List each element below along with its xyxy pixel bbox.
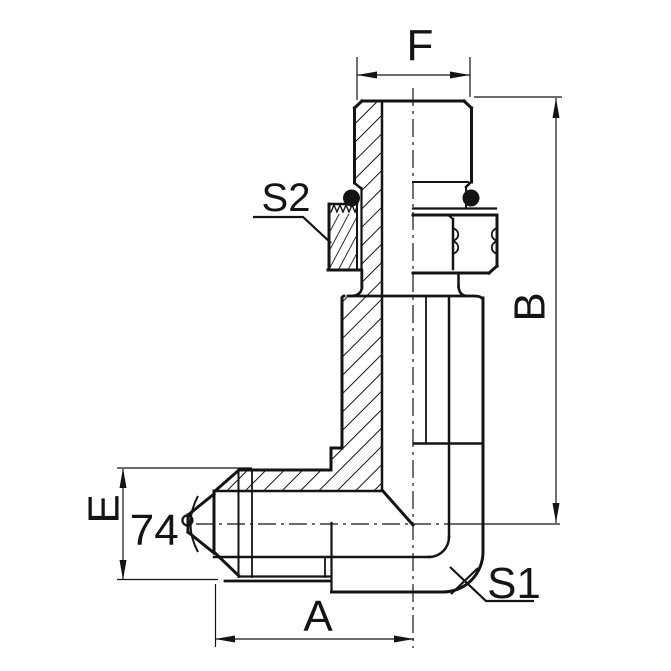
label-flare-angle: 74° [130, 506, 197, 555]
vertical-branch [329, 295, 485, 554]
thread-runout-notch [329, 446, 344, 472]
dimension-F [356, 57, 471, 100]
s1-leader-tick [450, 567, 479, 595]
inner-elbow-arc [427, 535, 451, 559]
label-E: E [80, 494, 129, 523]
bore-transition-diagonal [379, 487, 416, 528]
o-ring-left [343, 189, 360, 207]
arrowhead [450, 71, 470, 79]
o-ring-right [462, 189, 480, 207]
section-hatch-body [215, 101, 382, 490]
fitting-body-outline [185, 98, 500, 594]
arrowhead [119, 468, 127, 488]
dimension-labels: F B E A 74° S2 S1 [80, 21, 555, 641]
dimension-E [117, 467, 252, 581]
arrowhead [552, 98, 560, 118]
section-hatch-locknut [329, 214, 357, 270]
hex-face-arcs-right [490, 226, 499, 256]
label-F: F [407, 21, 434, 70]
label-A: A [303, 592, 333, 641]
outer-elbow-arc [441, 550, 485, 594]
arrowhead [119, 560, 127, 580]
hex-face-arcs-left [451, 226, 460, 256]
elbow-outer-corner [330, 550, 485, 594]
arrowhead [552, 503, 560, 523]
arrowhead [215, 635, 235, 643]
dimension-B [474, 96, 562, 523]
label-S1: S1 [487, 559, 541, 608]
label-B: B [506, 292, 555, 321]
dimension-A [214, 584, 414, 647]
flare-angle-arc [189, 495, 199, 553]
arrowhead [357, 71, 377, 79]
label-S2: S2 [262, 176, 311, 220]
flare-port [185, 467, 384, 583]
arrowhead [394, 635, 414, 643]
washer-and-hex-view [411, 207, 500, 276]
thread-serration [330, 203, 358, 214]
s2-leader-line [253, 215, 332, 244]
locknut-section [326, 202, 361, 272]
dimensions [117, 57, 562, 647]
s1-leader-line [449, 566, 534, 603]
